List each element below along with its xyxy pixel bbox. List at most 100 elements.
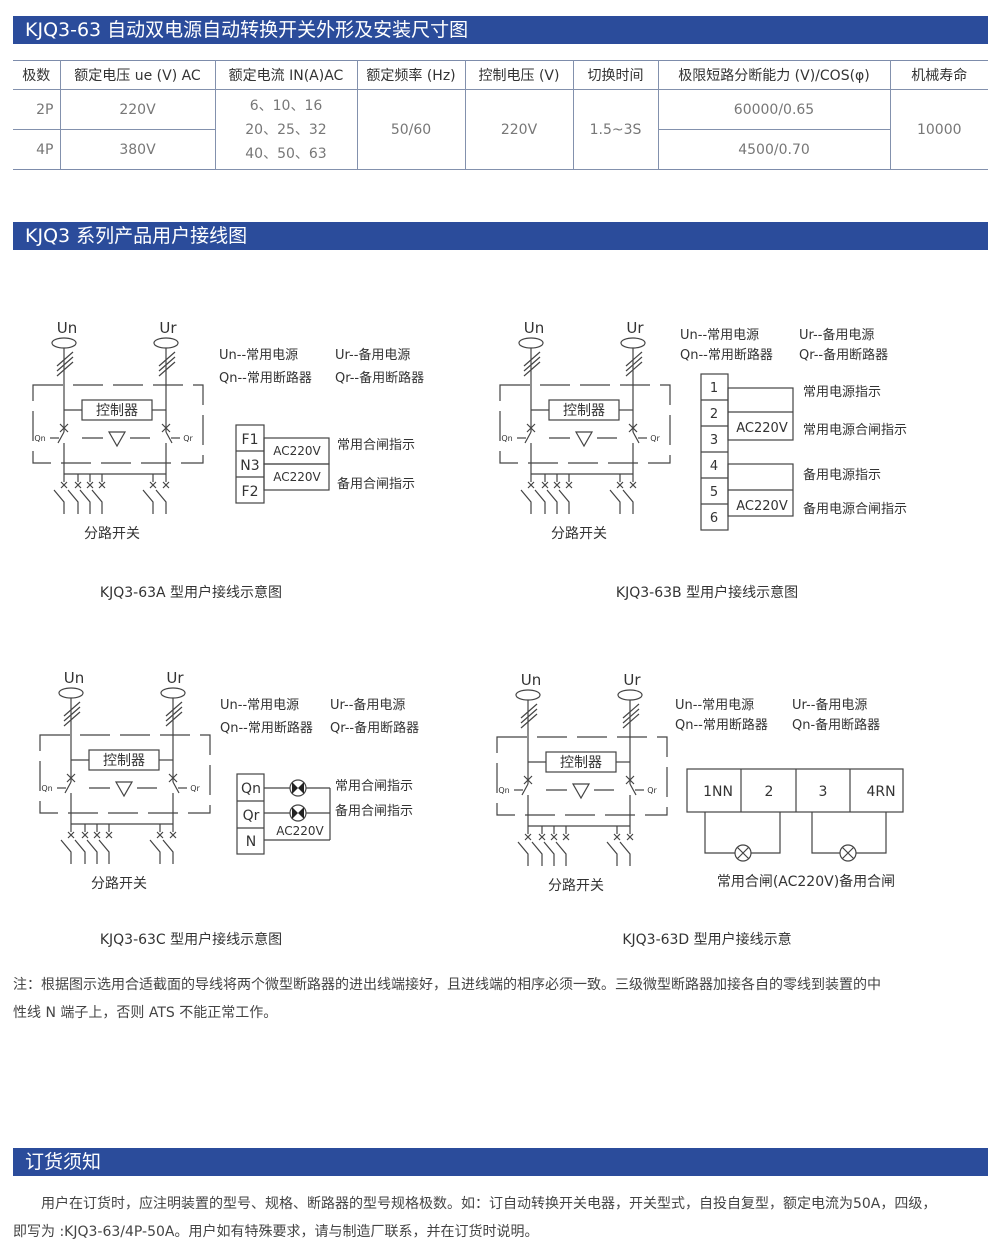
hatch (625, 356, 643, 372)
ur-label: Ur (166, 669, 184, 687)
qn-switch (57, 431, 65, 474)
legend-text: Ur--备用电源 (799, 327, 874, 343)
hatch (165, 706, 183, 722)
qn-switch (521, 783, 529, 826)
current-line: 6、10、16 (249, 97, 323, 114)
indicator-label: 常用电源指示 (803, 385, 881, 400)
breaker-x-icon (565, 481, 573, 489)
diagram-caption: KJQ3-63B 型用户接线示意图 (616, 584, 798, 601)
diagram-caption: KJQ3-63C 型用户接线示意图 (100, 931, 282, 948)
enclosure (32, 384, 204, 464)
source-icon (518, 337, 544, 349)
terminal-label: 3 (819, 784, 828, 800)
interlock-triangle-icon (574, 431, 594, 448)
diagram-b: Un--常用电源 Ur--备用电源 Qn--常用断路器 Qr--备用断路器 1 … (616, 327, 907, 601)
lamp-icon (289, 804, 307, 822)
enclosure (496, 736, 668, 816)
legend-text: Un--常用电源 (220, 698, 299, 713)
ac-label: AC220V (273, 470, 321, 484)
branch-switch (149, 839, 161, 864)
terminal-label: N (246, 834, 256, 850)
legend-text: Ur--备用电源 (335, 347, 410, 363)
lamp-icon (839, 844, 857, 862)
un-label: Un (521, 671, 542, 689)
branch-label: 分路开关 (91, 876, 147, 892)
terminal-label: N3 (240, 458, 259, 474)
branch-switch (531, 841, 543, 866)
legend-text: Un--常用电源 (675, 698, 754, 713)
legend-text: Un--常用电源 (219, 348, 298, 363)
qr-switch (632, 431, 640, 474)
spec-section-title: KJQ3-63 自动双电源自动转换开关外形及安装尺寸图 (13, 16, 988, 44)
ac-label: AC220V (736, 421, 788, 436)
breaker-x-icon (98, 481, 106, 489)
breaker-x-icon (527, 481, 535, 489)
table-row: 4P 380V 4500/0.70 (13, 129, 988, 170)
hatch (158, 361, 176, 377)
controller-label: 控制器 (563, 403, 605, 419)
wiring-section-title: KJQ3 系列产品用户接线图 (13, 222, 988, 250)
legend-text: Qr--备用断路器 (330, 720, 419, 736)
ac-label: AC220V (736, 499, 788, 514)
qr-label: Qr (650, 434, 660, 443)
ur-label: Ur (159, 319, 177, 337)
frequency-cell: 50/60 (356, 89, 466, 170)
qn-label: Qn (501, 434, 512, 443)
branch-switch (606, 841, 618, 866)
un-label: Un (57, 319, 78, 337)
breaker-x-icon (81, 831, 89, 839)
diagram-caption: KJQ3-63A 型用户接线示意图 (100, 584, 282, 601)
legend-text: Qn-备用断路器 (792, 717, 880, 733)
voltage-cell: 220V (59, 89, 216, 130)
breaker-x-icon (616, 481, 624, 489)
table-row: 2P 220V 6、10、16 20、25、32 40、50、63 50/60 … (13, 89, 988, 170)
branch-switch (162, 839, 174, 864)
source-icon (58, 687, 84, 699)
qr-label: Qr (190, 784, 200, 793)
hatch (56, 356, 74, 372)
ur-label: Ur (626, 319, 644, 337)
hatch (523, 361, 541, 377)
order-line: 即写为 :KJQ3-63/4P-50A。用户如有特殊要求，请与制造厂联系，并在订… (13, 1224, 539, 1240)
breaker-x-icon (541, 481, 549, 489)
hatch (520, 708, 538, 724)
breaking-cell: 4500/0.70 (657, 129, 890, 170)
branch-switch (520, 489, 532, 514)
branch-switch (543, 841, 555, 866)
hatch (56, 361, 74, 377)
poles-cell: 2P (13, 89, 61, 130)
indicator-label: 备用电源合闸指示 (803, 501, 907, 517)
legend-text: Qn--常用断路器 (220, 720, 313, 736)
branch-switch (142, 489, 154, 514)
hatch (523, 356, 541, 372)
lamp-icon (289, 779, 307, 797)
hatch (56, 351, 74, 367)
enclosure (499, 384, 671, 464)
diagram-a: Un--常用电源 Ur--备用电源 Qn--常用断路器 Qr--备用断路器 F1… (100, 347, 424, 601)
branch-switch (555, 841, 567, 866)
legend-text: Qn--常用断路器 (219, 370, 312, 386)
hatch (158, 351, 176, 367)
hatch (622, 713, 640, 729)
terminal-label: 4 (710, 459, 718, 474)
controller-label: 控制器 (96, 403, 138, 419)
control-voltage-cell: 220V (464, 89, 574, 170)
branch-switch (67, 489, 79, 514)
interlock-triangle-icon (107, 431, 127, 448)
ur-label: Ur (623, 671, 641, 689)
switch-time-cell: 1.5~3S (572, 89, 659, 170)
breaker-x-icon (550, 833, 558, 841)
qn-label: Qn (41, 784, 52, 793)
branch-label: 分路开关 (84, 526, 140, 542)
hatch (520, 703, 538, 719)
breaker-x-icon (628, 423, 638, 433)
qn-label: Qn (498, 786, 509, 795)
legend-text: Ur--备用电源 (330, 697, 405, 713)
branch-switch (622, 489, 634, 514)
legend-text: Qn--常用断路器 (675, 717, 768, 733)
breaker-x-icon (613, 833, 621, 841)
diagram-caption: KJQ3-63D 型用户接线示意 (622, 931, 791, 948)
legend-text: Qr--备用断路器 (799, 347, 888, 363)
breaker-x-icon (149, 481, 157, 489)
